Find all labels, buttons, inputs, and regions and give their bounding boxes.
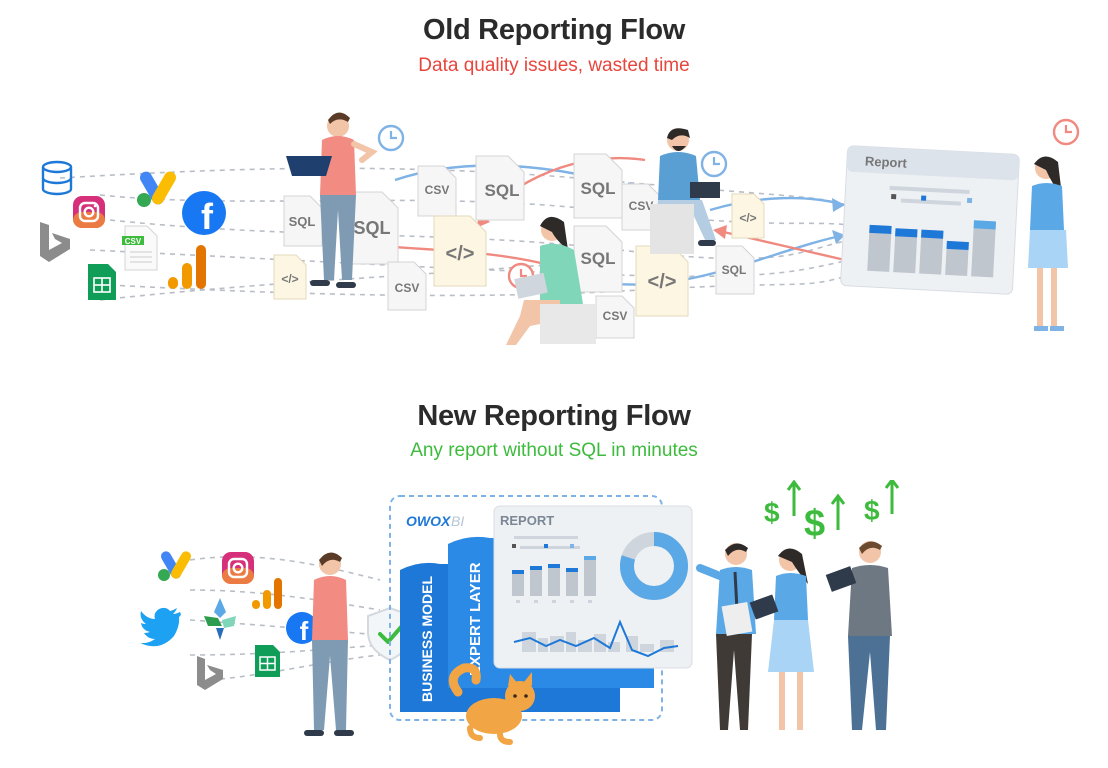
svg-text:BUSINESS MODEL: BUSINESS MODEL — [419, 576, 435, 702]
report-donut — [620, 532, 688, 600]
old-flow-subtitle: Data quality issues, wasted time — [418, 55, 690, 76]
svg-text:CSV: CSV — [603, 309, 628, 323]
csv-doc: CSV — [122, 225, 158, 271]
dollar-sign: $ — [804, 503, 825, 545]
sql-doc: SQL — [573, 153, 623, 219]
owox-logo-suffix: BI — [451, 513, 464, 529]
new-flow-subtitle: Any report without SQL in minutes — [410, 440, 698, 461]
cat-illustration — [448, 663, 535, 745]
svg-text:CSV: CSV — [425, 183, 450, 197]
database-icon — [41, 160, 73, 196]
person-analyst-sitting — [650, 128, 720, 254]
svg-text:f: f — [201, 196, 214, 237]
svg-text:SQL: SQL — [485, 181, 520, 200]
facebook-icon: f — [182, 191, 226, 237]
svg-text:SQL: SQL — [289, 214, 316, 229]
dollar-sign: $ — [864, 495, 880, 526]
svg-text:</>: </> — [739, 211, 756, 225]
twitter-icon — [140, 607, 181, 647]
report-panel: Report — [840, 145, 1020, 295]
svg-text:</>: </> — [281, 272, 298, 286]
report-bars — [512, 556, 596, 603]
sql-doc: SQL — [715, 245, 755, 295]
svg-text:f: f — [300, 616, 309, 646]
google-ads-icon — [137, 171, 176, 207]
profit-indicators: $ $ $ — [764, 480, 900, 545]
svg-text:CSV: CSV — [395, 281, 420, 295]
clock-icon — [700, 150, 728, 178]
svg-text:EXPERT LAYER: EXPERT LAYER — [467, 562, 484, 676]
instagram-icon — [222, 552, 254, 584]
report-bars — [867, 220, 997, 278]
google-sheets-icon — [255, 645, 280, 677]
owox-logo: OWOX — [406, 513, 452, 529]
data-source-icon — [204, 598, 236, 640]
instagram-icon — [73, 196, 105, 228]
person-manager-pointing — [696, 543, 756, 730]
bing-icon — [197, 656, 223, 690]
svg-text:Report: Report — [865, 154, 908, 171]
google-sheets-icon — [88, 264, 116, 300]
code-doc: </> — [635, 245, 689, 317]
svg-text:</>: </> — [648, 271, 677, 293]
sql-doc: SQL — [283, 195, 323, 247]
svg-text:</>: </> — [446, 243, 475, 265]
new-flow-illustration: f OWOX BI BUSINESS MODEL EXPERT LAYER RE… — [140, 480, 900, 745]
csv-doc: CSV — [595, 295, 635, 339]
clock-icon — [1052, 118, 1080, 146]
sql-doc: SQL — [573, 225, 623, 293]
svg-text:SQL: SQL — [581, 249, 616, 268]
analytics-icon — [252, 578, 282, 609]
report-card: REPORT — [493, 505, 693, 669]
person-analyst-sitting-woman — [506, 216, 596, 345]
bing-icon — [40, 222, 70, 262]
analytics-icon — [168, 245, 206, 289]
code-doc: </> — [273, 254, 307, 300]
svg-text:CSV: CSV — [629, 199, 654, 213]
person-analyst-standing — [286, 112, 378, 288]
person-manager-woman — [1028, 156, 1068, 331]
svg-text:SQL: SQL — [722, 263, 747, 277]
code-doc: </> — [731, 193, 765, 239]
clock-icon — [377, 124, 405, 152]
svg-text:CSV: CSV — [125, 237, 142, 246]
report-line-chart — [513, 619, 679, 658]
csv-doc: CSV — [387, 261, 427, 311]
person-manager-tablet — [825, 541, 892, 730]
facebook-icon: f — [286, 612, 318, 646]
person-user-standing — [304, 552, 354, 736]
google-ads-icon — [158, 551, 191, 581]
old-flow-illustration: f CSV SQL SQL </> CS — [40, 112, 1080, 345]
person-manager-woman — [749, 548, 814, 730]
dollar-sign: $ — [764, 497, 780, 528]
old-flow-title: Old Reporting Flow — [422, 14, 685, 46]
report-title: REPORT — [500, 513, 554, 528]
code-doc: </> — [433, 215, 487, 287]
new-flow-title: New Reporting Flow — [417, 400, 691, 432]
svg-text:SQL: SQL — [581, 179, 616, 198]
sql-doc: SQL — [475, 155, 525, 221]
svg-text:SQL: SQL — [353, 218, 390, 238]
dashed-data-lines — [189, 555, 381, 681]
csv-doc: CSV — [417, 165, 457, 217]
